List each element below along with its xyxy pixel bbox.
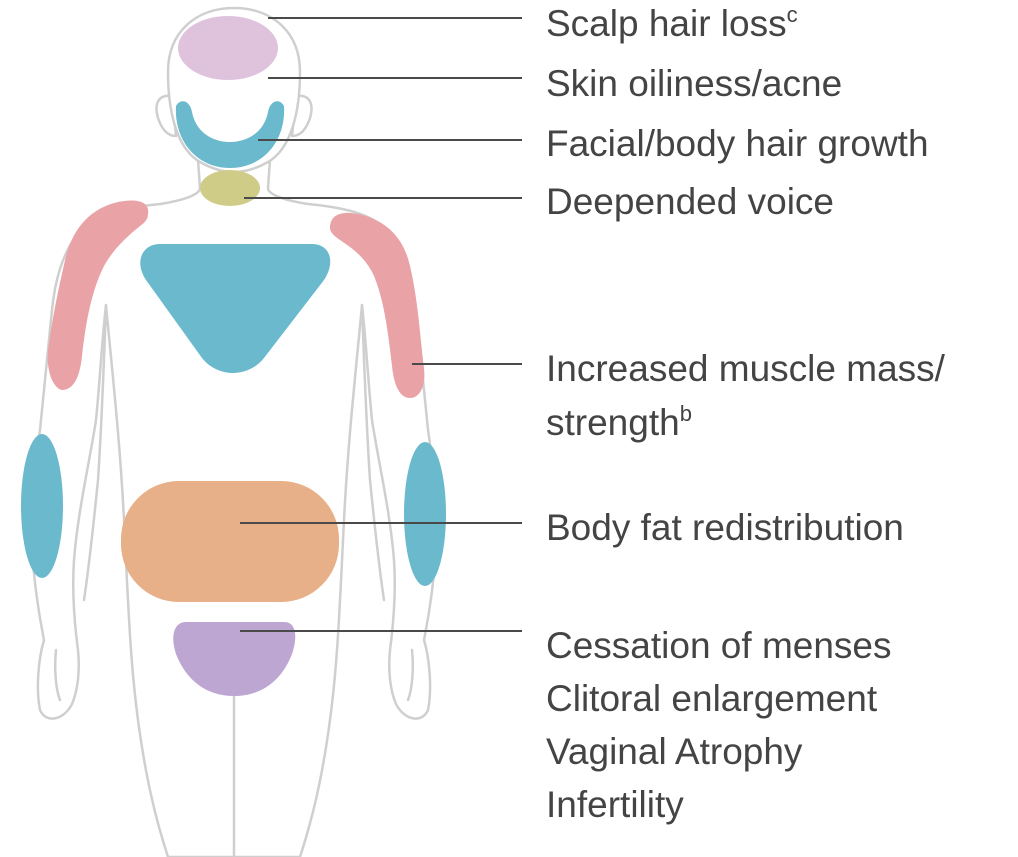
left-forearm-region <box>21 434 63 578</box>
label-muscle-line2: strengthb <box>546 401 692 443</box>
label-hair-growth: Facial/body hair growth <box>546 123 929 164</box>
label-muscle-superscript: b <box>680 401 692 426</box>
label-voice: Deepended voice <box>546 181 834 222</box>
body-silhouette <box>31 8 436 857</box>
labels: Scalp hair lossc Skin oiliness/acne Faci… <box>546 2 946 825</box>
abdomen-region <box>121 481 339 602</box>
label-repro-vaginal: Vaginal Atrophy <box>546 731 803 772</box>
label-muscle-line1: Increased muscle mass/ <box>546 348 946 389</box>
label-fat: Body fat redistribution <box>546 507 904 548</box>
label-scalp-hair-loss: Scalp hair lossc <box>546 2 798 44</box>
scalp-region <box>178 16 278 80</box>
right-forearm-region <box>404 442 446 586</box>
label-scalp-superscript: c <box>787 2 798 27</box>
label-repro-clitoral: Clitoral enlargement <box>546 678 878 719</box>
label-skin-oiliness: Skin oiliness/acne <box>546 63 842 104</box>
label-repro-infertility: Infertility <box>546 784 684 825</box>
larynx-region <box>200 170 260 206</box>
label-repro-cessation: Cessation of menses <box>546 625 892 666</box>
